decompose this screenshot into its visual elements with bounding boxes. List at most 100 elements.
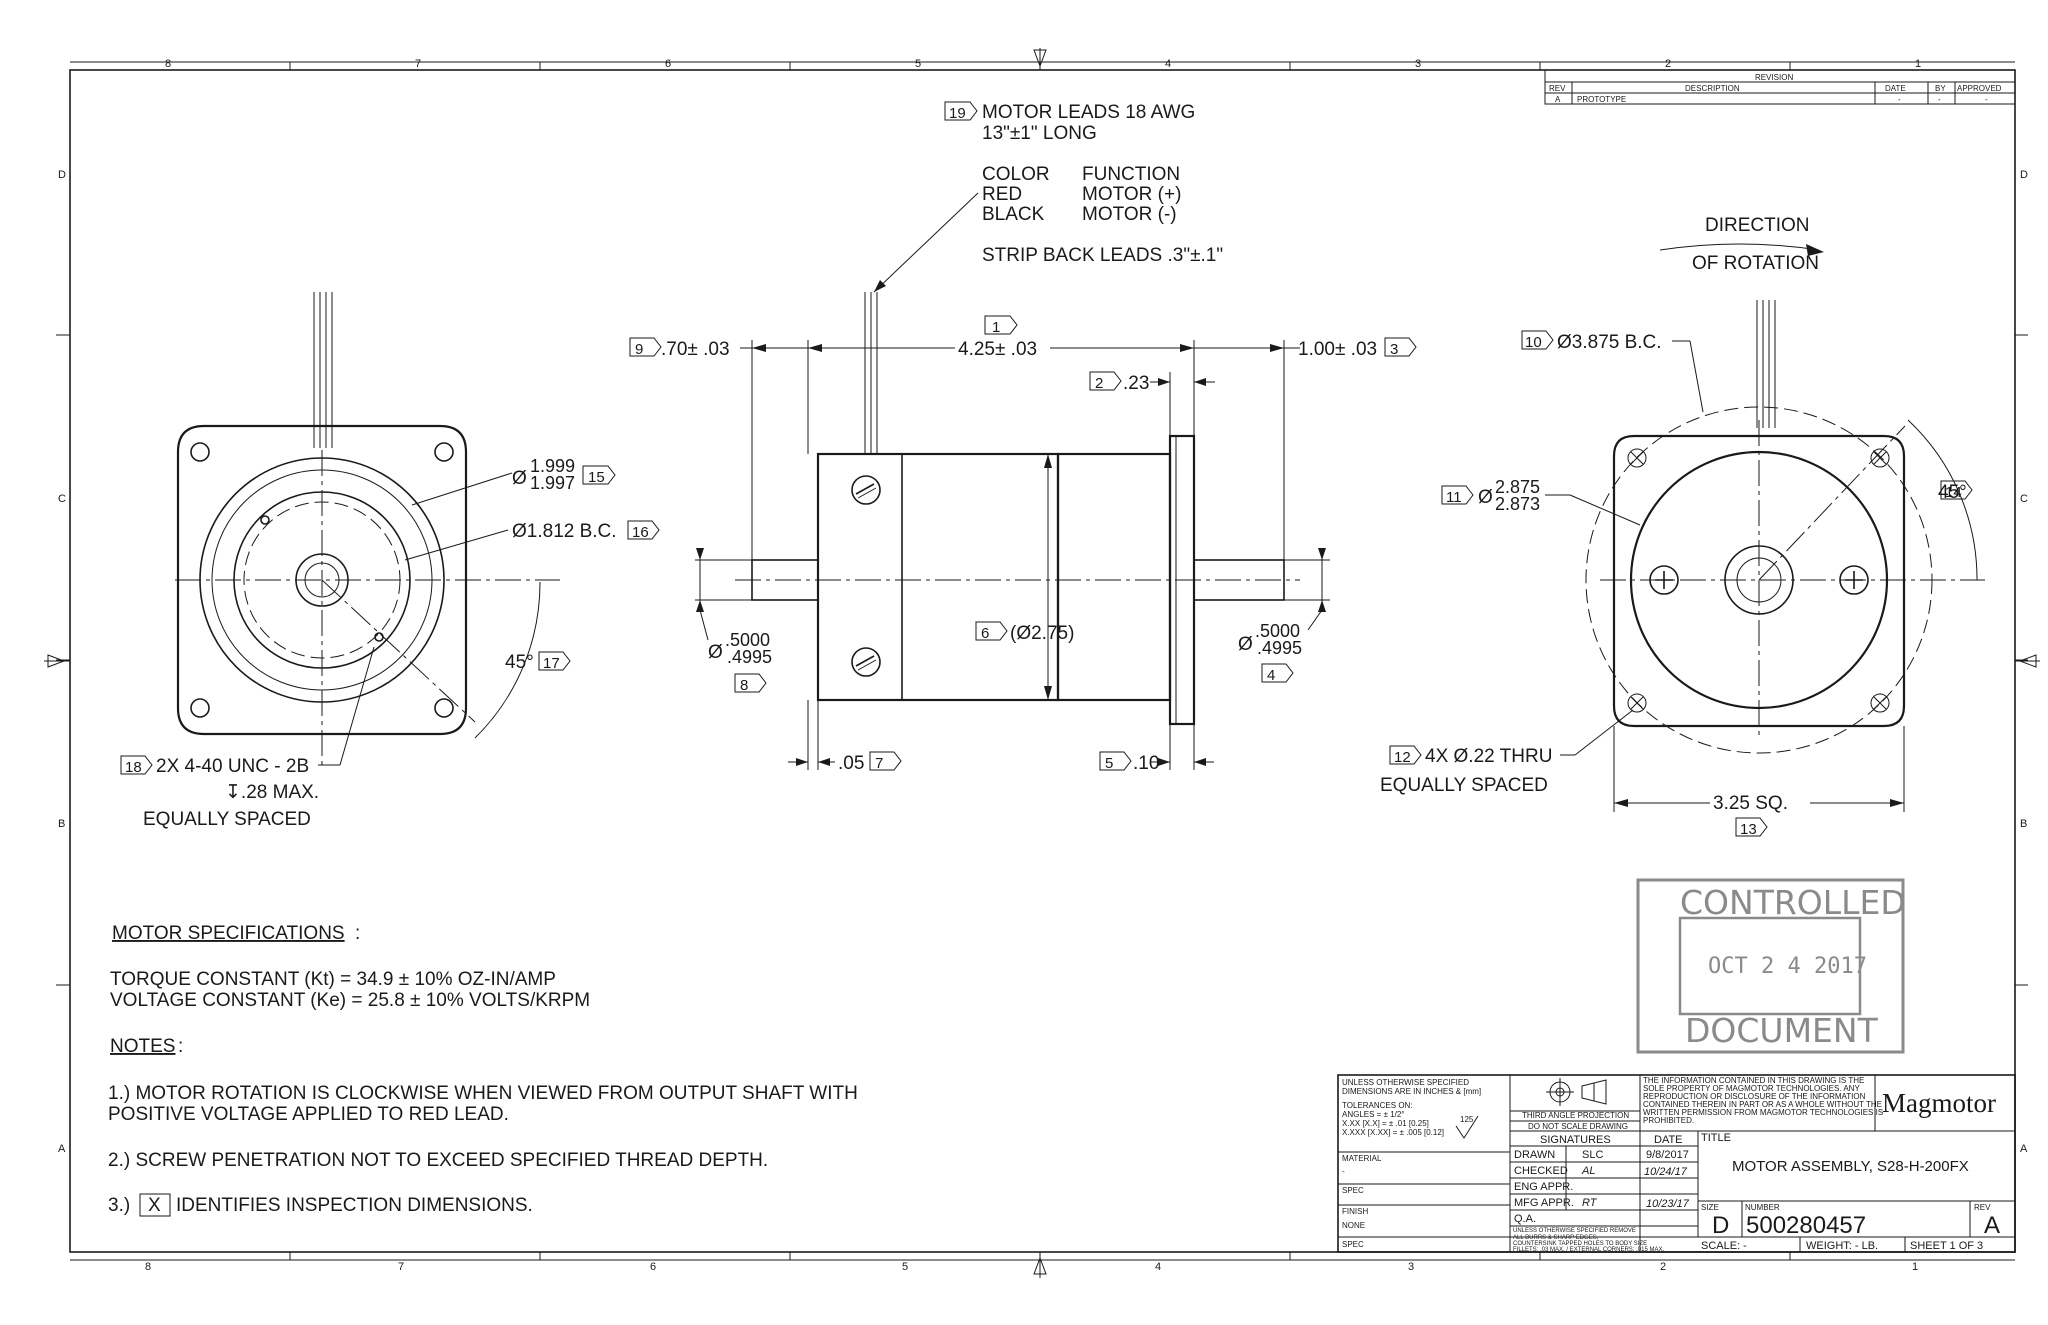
note-3-prefix: 3.) xyxy=(108,1195,130,1216)
leads-color-header: COLOR xyxy=(982,164,1050,185)
size-label: SIZE xyxy=(1701,1203,1719,1212)
note-3-box xyxy=(139,1193,171,1217)
balloon-13 xyxy=(1735,817,1768,837)
note-1a: 1.) MOTOR ROTATION IS CLOCKWISE WHEN VIE… xyxy=(108,1083,858,1104)
dim-shaft-r-bot: .4995 xyxy=(1257,638,1302,658)
note-3-box-label: X xyxy=(148,1195,161,1216)
scale: SCALE: - xyxy=(1701,1240,1747,1252)
torque-constant: TORQUE CONSTANT (Kt) = 34.9 ± 10% OZ-IN/… xyxy=(110,969,556,990)
mfg-appr-label: MFG APPR. xyxy=(1514,1197,1574,1209)
dim-shaft-l-sym: Ø xyxy=(708,642,723,663)
balloon-11 xyxy=(1441,485,1474,505)
balloon-18 xyxy=(120,755,153,775)
dia-1997: 1.997 xyxy=(530,473,575,493)
zone-3-top: 3 xyxy=(1415,58,1421,70)
eng-appr-label: ENG APPR. xyxy=(1514,1181,1573,1193)
balloon-9 xyxy=(629,337,662,357)
notes-heading: NOTES xyxy=(110,1036,175,1057)
burrs-line4: FILLETS: .03 MAX. / EXTERNAL CORNERS: .0… xyxy=(1513,1247,1664,1253)
balloon-2-label: 2 xyxy=(1095,375,1103,392)
left-view-annotations: Ø 1.999 1.997 15 Ø1.812 B.C. 16 45° 17 1… xyxy=(120,456,660,830)
zone-2-bottom: 2 xyxy=(1660,1261,1666,1273)
balloon-9-label: 9 xyxy=(635,341,643,358)
prop-line5: WRITTEN PERMISSION FROM MAGMOTOR TECHNOL… xyxy=(1643,1108,1883,1117)
drawn-label: DRAWN xyxy=(1514,1149,1555,1161)
zone-labels-top: 8 7 6 5 4 3 2 1 xyxy=(165,58,1921,70)
rev-col-date: DATE xyxy=(1885,84,1906,93)
pilot-dia-sym: Ø xyxy=(1478,487,1493,508)
pilot-2873: 2.873 xyxy=(1495,494,1540,514)
sheet-number: SHEET 1 OF 3 xyxy=(1910,1240,1983,1252)
leads-black-fn: MOTOR (-) xyxy=(1082,204,1177,225)
pilot-2875: 2.875 xyxy=(1495,477,1540,497)
mfg-appr-by: RT xyxy=(1582,1197,1598,1209)
zone-8-top: 8 xyxy=(165,58,171,70)
dim-005: .05 xyxy=(838,753,864,774)
leads-black: BLACK xyxy=(982,204,1045,225)
rev-row-by: - xyxy=(1938,95,1941,104)
title-block: UNLESS OTHERWISE SPECIFIED DIMENSIONS AR… xyxy=(1337,1074,2016,1253)
leads-strip: STRIP BACK LEADS .3"±.1" xyxy=(982,245,1223,266)
balloon-17-label: 17 xyxy=(543,655,560,672)
right-view-annotations: 10 Ø3.875 B.C. 11 Ø 2.875 2.873 45° 14 1… xyxy=(1380,330,1978,838)
dim-100: 1.00± .03 xyxy=(1298,339,1377,360)
rev-value: A xyxy=(1984,1212,2000,1239)
rev-row-rev: A xyxy=(1555,95,1561,104)
balloon-10-label: 10 xyxy=(1525,334,1542,351)
dim-shaft-l-top: .5000 xyxy=(725,630,770,650)
right-end-view xyxy=(1585,300,1985,754)
leads-spec: MOTOR LEADS 18 AWG xyxy=(982,102,1195,123)
stamp-document: DOCUMENT xyxy=(1685,1011,1879,1050)
balloon-14 xyxy=(1940,480,1973,500)
balloon-5 xyxy=(1099,751,1132,771)
balloon-19 xyxy=(944,101,978,121)
specs-heading: MOTOR SPECIFICATIONS xyxy=(112,923,345,944)
balloon-16-label: 16 xyxy=(632,524,649,541)
zone-a-left: A xyxy=(58,1143,66,1155)
zone-a-right: A xyxy=(2020,1143,2028,1155)
surface-finish-icon xyxy=(1455,1115,1479,1139)
prop-line1: THE INFORMATION CONTAINED IN THIS DRAWIN… xyxy=(1643,1076,1864,1085)
zone-c-right: C xyxy=(2020,493,2028,505)
prop-line2: SOLE PROPERTY OF MAGMOTOR TECHNOLOGIES. … xyxy=(1643,1084,1860,1093)
prop-line6: PROHIBITED. xyxy=(1643,1116,1694,1125)
balloon-8-label: 8 xyxy=(740,677,748,694)
voltage-constant: VOLTAGE CONSTANT (Ke) = 25.8 ± 10% VOLTS… xyxy=(110,990,590,1011)
balloon-2 xyxy=(1089,371,1122,391)
drawn-by: SLC xyxy=(1582,1149,1603,1161)
date-header: DATE xyxy=(1654,1134,1683,1146)
thread-depth: ↧.28 MAX. xyxy=(225,782,319,803)
stamp-controlled: CONTROLLED xyxy=(1680,883,1906,922)
material-value: - xyxy=(1342,1167,1345,1176)
balloon-7-label: 7 xyxy=(875,755,883,772)
checked-label: CHECKED xyxy=(1514,1165,1568,1177)
note-1b: POSITIVE VOLTAGE APPLIED TO RED LEAD. xyxy=(108,1104,509,1125)
balloon-10 xyxy=(1521,330,1554,350)
rev-col-by: BY xyxy=(1935,84,1946,93)
direction-line2: OF ROTATION xyxy=(1692,253,1819,274)
zone-5-bottom: 5 xyxy=(902,1261,908,1273)
do-not-scale: DO NOT SCALE DRAWING xyxy=(1528,1122,1628,1131)
note-3: IDENTIFIES INSPECTION DIMENSIONS. xyxy=(176,1195,533,1216)
direction-line1: DIRECTION xyxy=(1705,215,1810,236)
dim-425: 4.25± .03 xyxy=(958,339,1037,360)
weight: WEIGHT: - LB. xyxy=(1806,1240,1878,1252)
burrs-line1: UNLESS OTHERWISE SPECIFIED REMOVE xyxy=(1513,1228,1636,1234)
balloon-13-label: 13 xyxy=(1740,821,1757,838)
finish-value: NONE xyxy=(1342,1221,1365,1230)
balloon-4-label: 4 xyxy=(1267,667,1275,684)
rev-col-rev: REV xyxy=(1549,84,1566,93)
zone-4-bottom: 4 xyxy=(1155,1261,1161,1273)
zone-7-top: 7 xyxy=(415,58,421,70)
signatures-header: SIGNATURES xyxy=(1540,1134,1611,1146)
angle-45-left: 45° xyxy=(505,652,534,673)
zone-1-bottom: 1 xyxy=(1912,1261,1918,1273)
size-value: D xyxy=(1712,1212,1729,1239)
holes-thru: 4X Ø.22 THRU xyxy=(1425,746,1552,767)
leads-function-header: FUNCTION xyxy=(1082,164,1180,185)
tol-line4: ANGLES = ± 1/2° xyxy=(1342,1110,1405,1119)
dim-shaft-r-top: .5000 xyxy=(1255,621,1300,641)
balloon-16 xyxy=(627,520,660,540)
balloon-6-label: 6 xyxy=(981,625,989,642)
